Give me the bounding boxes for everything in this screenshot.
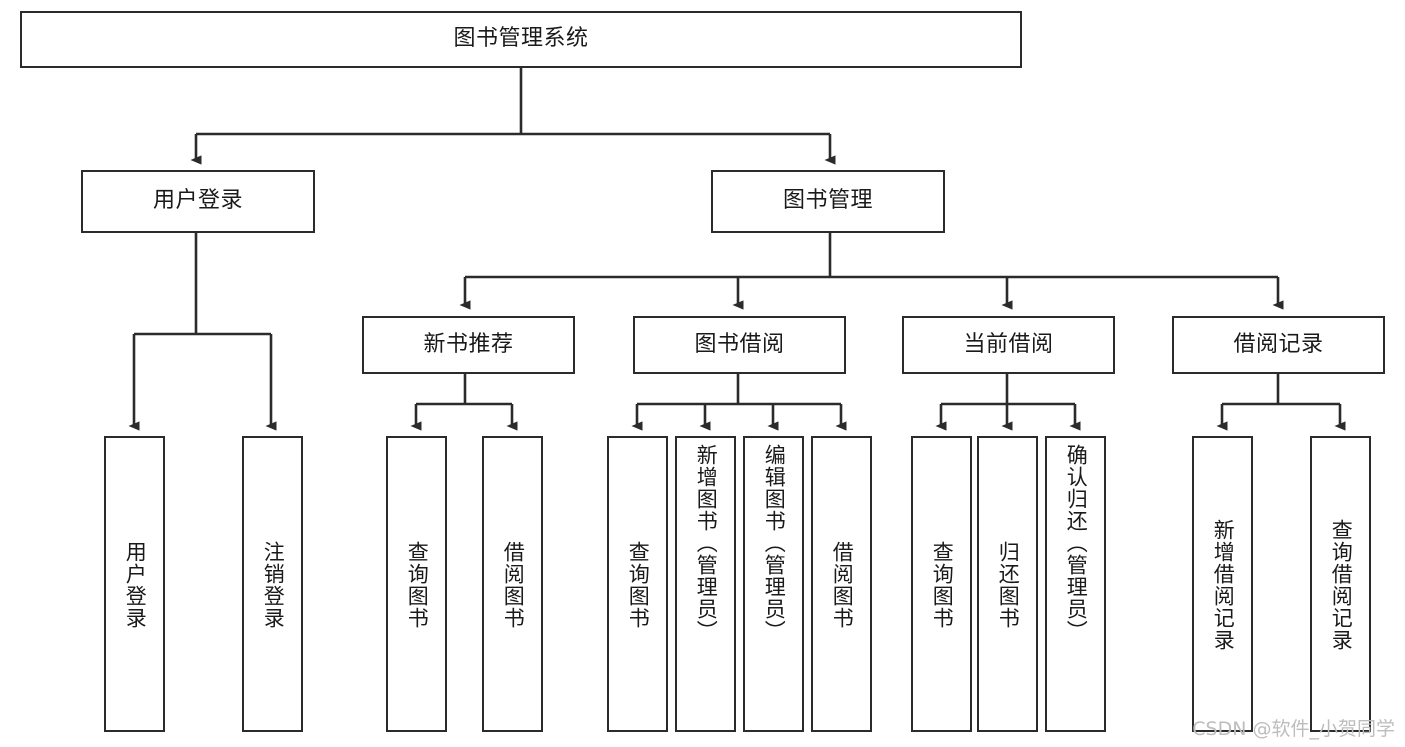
leaf-borrow-books-borrowing[interactable]: 借阅图书	[811, 436, 872, 732]
leaf-content: 编辑图书（管理员）	[745, 440, 802, 730]
node-label: 查询图书	[930, 541, 955, 629]
leaf-content: 查询图书	[388, 440, 445, 730]
node-label: 查询借阅记录	[1329, 519, 1354, 651]
node-label: 新增图书（管理员）	[694, 444, 719, 642]
leaf-content: 用户登录	[106, 440, 163, 730]
leaf-content: 归还图书	[979, 440, 1036, 730]
csdn-watermark: CSDN @软件_小贺同学	[1192, 718, 1395, 740]
node-label: 注销登录	[261, 541, 286, 629]
leaf-content: 新增借阅记录	[1194, 440, 1251, 730]
leaf-content: 查询图书	[913, 440, 970, 730]
node-label: 查询图书	[626, 541, 651, 629]
node-label: 图书管理系统	[453, 26, 589, 52]
node-user-login[interactable]: 用户登录	[81, 170, 315, 233]
node-label: 图书管理	[782, 188, 873, 214]
leaf-content: 查询借阅记录	[1312, 440, 1369, 730]
leaf-query-books-borrowing[interactable]: 查询图书	[607, 436, 668, 732]
leaf-confirm-return-admin[interactable]: 确认归还（管理员）	[1045, 436, 1106, 732]
node-book-borrowing[interactable]: 图书借阅	[633, 316, 846, 374]
leaf-content: 查询图书	[609, 440, 666, 730]
node-root-book-management-system[interactable]: 图书管理系统	[20, 11, 1022, 68]
node-label: 借阅图书	[501, 541, 526, 629]
node-label: 借阅图书	[830, 541, 855, 629]
leaf-content: 注销登录	[244, 440, 301, 730]
node-current-borrowing[interactable]: 当前借阅	[902, 316, 1115, 374]
node-label: 新书推荐	[423, 331, 514, 357]
leaf-content: 新增图书（管理员）	[677, 440, 734, 730]
node-label: 用户登录	[123, 541, 148, 629]
leaf-content: 借阅图书	[484, 440, 541, 730]
leaf-add-book-admin[interactable]: 新增图书（管理员）	[675, 436, 736, 732]
leaf-query-books-recommend[interactable]: 查询图书	[386, 436, 447, 732]
leaf-query-borrow-record[interactable]: 查询借阅记录	[1310, 436, 1371, 732]
leaf-query-books-current[interactable]: 查询图书	[911, 436, 972, 732]
node-label: 图书借阅	[694, 331, 785, 357]
node-borrow-records[interactable]: 借阅记录	[1172, 316, 1385, 374]
leaf-edit-book-admin[interactable]: 编辑图书（管理员）	[743, 436, 804, 732]
leaf-user-login[interactable]: 用户登录	[104, 436, 165, 732]
leaf-content: 借阅图书	[813, 440, 870, 730]
leaf-return-books[interactable]: 归还图书	[977, 436, 1038, 732]
node-label: 确认归还（管理员）	[1064, 444, 1089, 642]
leaf-logout[interactable]: 注销登录	[242, 436, 303, 732]
leaf-borrow-books-recommend[interactable]: 借阅图书	[482, 436, 543, 732]
node-label: 用户登录	[152, 188, 243, 214]
leaf-content: 确认归还（管理员）	[1047, 440, 1104, 730]
node-label: 新增借阅记录	[1211, 519, 1236, 651]
node-label: 当前借阅	[963, 331, 1054, 357]
node-book-management[interactable]: 图书管理	[711, 170, 945, 233]
node-label: 编辑图书（管理员）	[762, 444, 787, 642]
node-label: 归还图书	[996, 541, 1021, 629]
node-label: 查询图书	[405, 541, 430, 629]
node-label: 借阅记录	[1233, 331, 1324, 357]
leaf-add-borrow-record[interactable]: 新增借阅记录	[1192, 436, 1253, 732]
node-new-book-recommendation[interactable]: 新书推荐	[362, 316, 575, 374]
